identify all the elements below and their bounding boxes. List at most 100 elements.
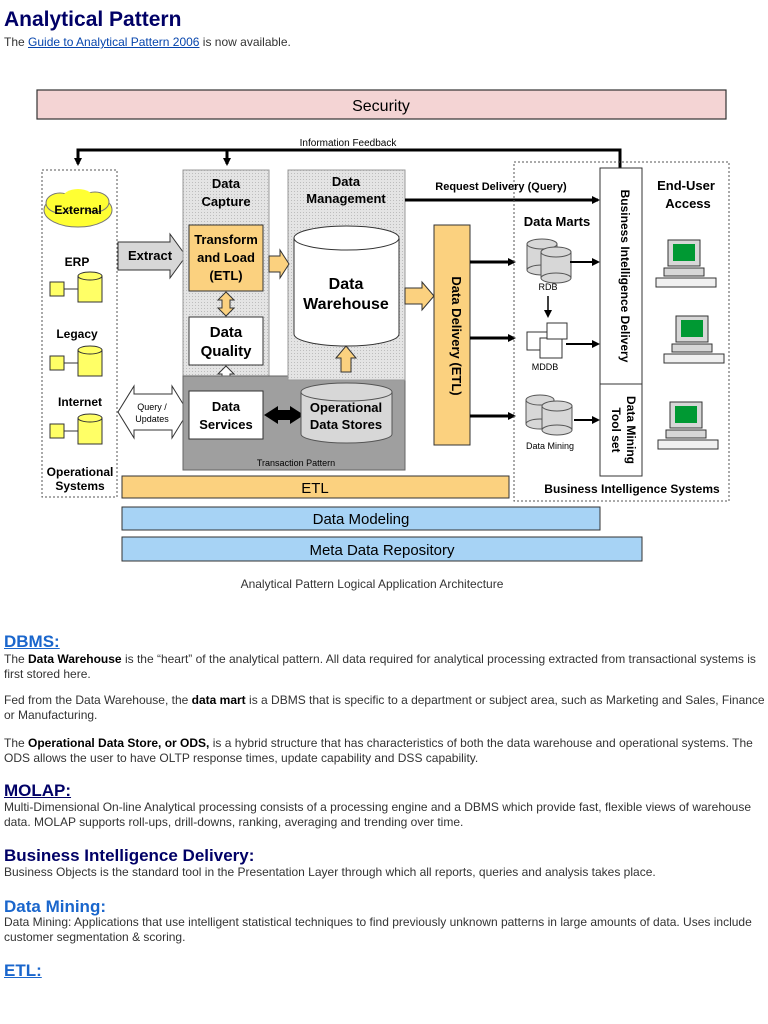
data-capture-label-2: Capture bbox=[201, 194, 250, 209]
rdb-cylinders-icon bbox=[526, 238, 572, 284]
ods-cylinder bbox=[300, 382, 393, 444]
end-user-label-2: Access bbox=[665, 196, 711, 211]
data-quality-label-1: Data bbox=[210, 324, 243, 341]
security-bar bbox=[36, 89, 727, 120]
ods-label-1: Operational bbox=[310, 400, 382, 415]
warehouse-delivery-arrow bbox=[404, 280, 435, 312]
dbms-p3-c: is a hybrid structure that has character… bbox=[4, 736, 753, 765]
data-quality-box bbox=[188, 316, 264, 366]
dbms-paragraph-3: The Operational Data Store, or ODS, is a… bbox=[4, 736, 766, 766]
etl-bar bbox=[121, 475, 510, 499]
intro-prefix: The bbox=[4, 35, 29, 49]
dbms-paragraph-2: Fed from the Data Warehouse, the data ma… bbox=[4, 693, 766, 723]
molap-heading: MOLAP: bbox=[4, 781, 72, 800]
transform-label-2: and Load bbox=[197, 250, 255, 265]
data-mining-toolset-box bbox=[599, 383, 643, 477]
dbms-p3-a: The bbox=[4, 736, 29, 750]
data-management-label-1: Data bbox=[332, 174, 361, 189]
intro-text: The Guide to Analytical Pattern 2006 is … bbox=[4, 35, 291, 49]
etl-heading: ETL: bbox=[4, 961, 42, 980]
information-feedback-label: Information Feedback bbox=[300, 138, 398, 149]
meta-data-bar bbox=[121, 536, 643, 562]
etl-warehouse-arrow bbox=[268, 248, 290, 280]
bi-delivery-heading: Business Intelligence Delivery: bbox=[4, 846, 255, 865]
data-quality-label-2: Quality bbox=[201, 343, 253, 360]
data-delivery-label: Data Delivery (ETL) bbox=[449, 276, 464, 395]
data-modeling-label: Data Modeling bbox=[313, 511, 410, 528]
data-warehouse-label-1: Data bbox=[329, 276, 364, 293]
transform-label-1: Transform bbox=[194, 232, 258, 247]
data-marts-label: Data Marts bbox=[524, 214, 590, 229]
guide-link[interactable]: Guide to Analytical Pattern 2006 bbox=[28, 35, 200, 49]
information-feedback-arrow bbox=[74, 148, 622, 168]
data-warehouse-label-2: Warehouse bbox=[303, 296, 389, 313]
data-services-label-1: Data bbox=[212, 399, 241, 414]
legacy-source-icon bbox=[49, 345, 103, 377]
dbms-p3-b: Operational Data Store, or ODS, bbox=[28, 736, 210, 750]
intro-suffix: is now available. bbox=[199, 35, 291, 49]
transform-label-3: (ETL) bbox=[209, 268, 242, 283]
data-mining-heading: Data Mining: bbox=[4, 897, 106, 916]
data-mining-toolset-label-1: Data Mining bbox=[624, 396, 638, 464]
dbms-p2-b: data mart bbox=[191, 693, 246, 707]
rdb-label: RDB bbox=[538, 282, 557, 292]
mddb-cubes-icon bbox=[526, 322, 568, 359]
data-mining-label: Data Mining bbox=[526, 441, 574, 451]
operational-systems-label-1: Operational bbox=[47, 465, 114, 479]
services-ods-arrow bbox=[264, 406, 304, 424]
request-delivery-label: Request Delivery (Query) bbox=[435, 181, 567, 193]
operational-systems-panel bbox=[41, 169, 118, 498]
page-title: Analytical Pattern bbox=[4, 8, 182, 31]
extract-label: Extract bbox=[128, 248, 173, 263]
mddb-label: MDDB bbox=[532, 362, 559, 372]
bi-systems-label: Business Intelligence Systems bbox=[544, 482, 720, 496]
data-management-label-2: Management bbox=[306, 191, 386, 206]
marts-bi-arrows bbox=[566, 258, 600, 424]
molap-paragraph: Multi-Dimensional On-line Analytical pro… bbox=[4, 800, 752, 829]
architecture-diagram: Security Information Feedback External E… bbox=[36, 89, 730, 591]
transform-load-box bbox=[188, 224, 264, 292]
delivery-marts-arrows bbox=[470, 258, 516, 420]
security-label: Security bbox=[352, 98, 410, 115]
query-updates-arrow bbox=[117, 384, 189, 440]
internet-label: Internet bbox=[58, 395, 102, 409]
data-mining-toolset-label-2: Tool set bbox=[609, 407, 623, 452]
etl-bar-label: ETL bbox=[301, 480, 329, 497]
dbms-p1-a: The bbox=[4, 652, 29, 666]
workstation-icon-3 bbox=[657, 401, 719, 450]
data-delivery-bar bbox=[433, 224, 471, 446]
dbms-p2-a: Fed from the Data Warehouse, the bbox=[4, 693, 192, 707]
bi-delivery-label: Business Intelligence Delivery bbox=[618, 190, 632, 363]
erp-source-icon bbox=[49, 271, 103, 303]
extract-arrow bbox=[117, 232, 187, 280]
end-user-label-1: End-User bbox=[657, 178, 715, 193]
ods-warehouse-arrow bbox=[334, 345, 358, 373]
data-mining-paragraph: Data Mining: Applications that use intel… bbox=[4, 915, 752, 944]
bi-delivery-paragraph: Business Objects is the standard tool in… bbox=[4, 865, 656, 879]
bi-systems-panel bbox=[513, 161, 730, 502]
data-warehouse-cylinder bbox=[293, 225, 400, 347]
bi-delivery-box bbox=[599, 167, 643, 385]
query-updates-label-2: Updates bbox=[135, 414, 169, 424]
workstation-icon-2 bbox=[663, 315, 725, 364]
transform-quality-arrow bbox=[216, 291, 236, 317]
operational-systems-label-2: Systems bbox=[55, 479, 105, 493]
diagram-caption: Analytical Pattern Logical Application A… bbox=[241, 577, 504, 591]
internet-source-icon bbox=[49, 413, 103, 445]
data-mining-cylinders-icon bbox=[525, 394, 573, 436]
workstation-icon-1 bbox=[655, 239, 717, 288]
dbms-paragraph-1: The Data Warehouse is the “heart” of the… bbox=[4, 652, 766, 682]
ods-label-2: Data Stores bbox=[310, 417, 382, 432]
external-label: External bbox=[54, 203, 101, 217]
dbms-p1-b: Data Warehouse bbox=[28, 652, 122, 666]
data-capture-label-1: Data bbox=[212, 176, 241, 191]
data-services-label-2: Services bbox=[199, 417, 253, 432]
external-cloud-icon bbox=[43, 189, 113, 228]
meta-data-label: Meta Data Repository bbox=[309, 542, 455, 559]
legacy-label: Legacy bbox=[56, 327, 98, 341]
query-updates-label-1: Query / bbox=[137, 402, 167, 412]
data-services-box bbox=[188, 390, 264, 440]
transaction-pattern-label: Transaction Pattern bbox=[257, 458, 335, 468]
dbms-heading: DBMS: bbox=[4, 632, 60, 651]
dbms-p1-c: is the “heart” of the analytical pattern… bbox=[4, 652, 756, 681]
